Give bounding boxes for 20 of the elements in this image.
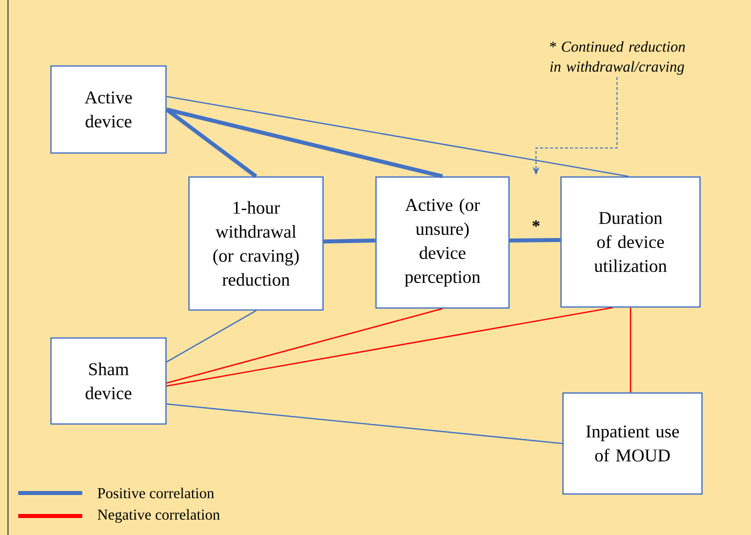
- process-box: Duration of device utilization: [560, 176, 701, 308]
- connector-line: [166, 96, 629, 177]
- connector-line: [166, 308, 443, 384]
- process-box: Active (or unsure) device perception: [375, 176, 510, 309]
- note-text: * Continued reduction in withdrawal/craving: [550, 41, 685, 75]
- connector-line: [166, 307, 613, 387]
- connector-line: [166, 310, 256, 363]
- process-box: Inpatient use of MOUD: [562, 392, 703, 495]
- connector-line: [510, 238, 560, 242]
- asterisk-label: *: [532, 220, 540, 227]
- legend-label: Negative correlation: [98, 509, 220, 523]
- process-box: Active device: [50, 65, 167, 154]
- connector-line: [165, 108, 258, 178]
- connector-line: [630, 308, 632, 392]
- connector-line: [324, 238, 376, 244]
- process-box: Sham device: [50, 337, 167, 425]
- process-box: 1-hour withdrawal (or craving) reduction: [188, 176, 324, 311]
- legend-label: Positive correlation: [98, 488, 214, 498]
- connector-line: [166, 108, 443, 178]
- connector-line: [166, 403, 562, 444]
